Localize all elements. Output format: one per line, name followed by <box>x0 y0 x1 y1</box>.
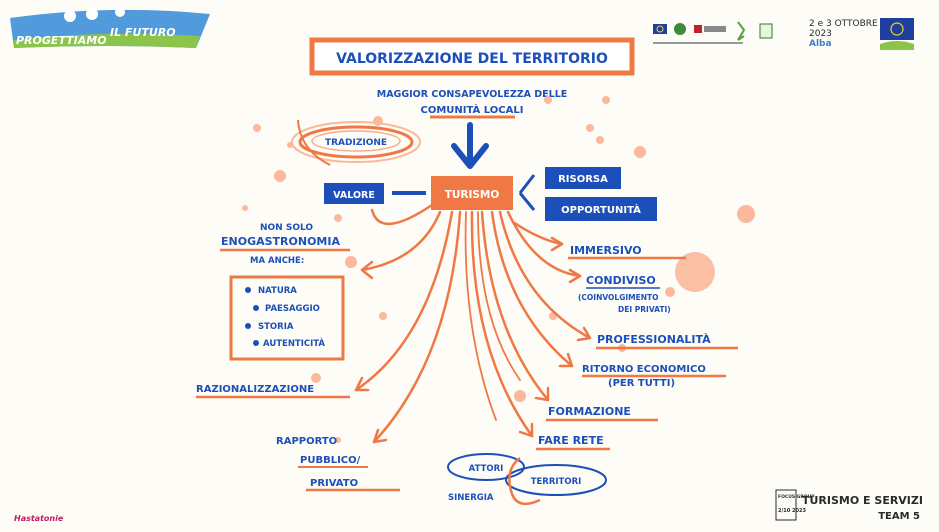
subtitle-line-2: COMUNITÀ LOCALI <box>421 103 524 116</box>
bullet-list-box: NATURA PAESAGGIO STORIA AUTENTICITÀ <box>229 275 345 361</box>
network-ovals: ATTORI TERRITORI SINERGIA <box>447 453 607 506</box>
sinergia-label: SINERGIA <box>448 493 494 503</box>
enogastronomia-block: NON SOLO ENOGASTRONOMIA MA ANCHE: <box>220 223 350 266</box>
tradizione-swirl: TRADIZIONE <box>291 119 421 166</box>
artist-signature: Hastatonie <box>14 514 64 523</box>
rapporto-line-2: PUBBLICO/ <box>300 455 361 466</box>
valore-box: VALORE <box>324 183 384 204</box>
decorative-dots <box>242 96 755 443</box>
gal-logo-icon <box>759 23 773 39</box>
ritorno-line-1: RITORNO ECONOMICO <box>582 364 706 375</box>
fare-rete-label: FARE RETE <box>538 434 604 447</box>
tradizione-label: TRADIZIONE <box>325 138 387 148</box>
risorsa-label: RISORSA <box>558 174 608 185</box>
immersivo-label: IMMERSIVO <box>570 244 642 257</box>
logo-text-1: PROGETTIAMO <box>16 34 107 47</box>
focus-group-label: FOCUS GROUP <box>778 494 815 500</box>
sponsor-logos <box>653 21 773 44</box>
formazione-label: FORMAZIONE <box>548 405 631 418</box>
rapporto-line-3: PRIVATO <box>310 478 358 489</box>
condiviso-note-1: (COINVOLGIMENTO <box>578 293 659 302</box>
enogastro-line-3: MA ANCHE: <box>250 256 304 266</box>
bullet-natura: NATURA <box>258 286 297 296</box>
event-date: 2 e 3 OTTOBRE <box>809 19 878 29</box>
eu-fund-logo <box>880 18 914 50</box>
eu-flag-large-icon <box>880 18 914 40</box>
attori-label: ATTORI <box>469 464 504 474</box>
focus-group-date: 2/10 2023 <box>778 508 806 514</box>
topic-label: TURISMO E SERVIZI <box>802 494 923 507</box>
republic-emblem-icon <box>674 23 686 35</box>
turismo-label: TURISMO <box>445 189 500 201</box>
enogastro-line-1: NON SOLO <box>260 223 313 233</box>
condiviso-note-2: DEI PRIVATI) <box>618 305 671 314</box>
rapporto-line-1: RAPPORTO <box>276 436 337 447</box>
ritorno-line-2: (PER TUTTI) <box>608 378 675 389</box>
logo-text-2: IL FUTURO <box>110 26 176 39</box>
bullet-autenticita: AUTENTICITÀ <box>263 337 325 349</box>
risorsa-opportunita-group: RISORSA OPPORTUNITÀ <box>518 167 657 221</box>
event-date-block: 2 e 3 OTTOBRE 2023 Alba <box>809 19 878 49</box>
condiviso-label: CONDIVISO <box>586 274 656 287</box>
bullet-paesaggio: PAESAGGIO <box>265 304 320 314</box>
focus-group-footer: FOCUS GROUP 2/10 2023 TURISMO E SERVIZI … <box>775 489 923 522</box>
leader-logo-icon <box>737 21 746 41</box>
territori-label: TERRITORI <box>531 477 582 487</box>
title-box: VALORIZZAZIONE DEL TERRITORIO <box>309 37 635 76</box>
event-city: Alba <box>809 39 832 49</box>
ministry-icon <box>694 25 702 33</box>
valore-label: VALORE <box>333 190 375 201</box>
turismo-center-box: TURISMO <box>431 176 513 210</box>
subtitle-line-1: MAGGIOR CONSAPEVOLEZZA DELLE <box>377 89 568 100</box>
branch-lines <box>354 203 592 444</box>
title-text: VALORIZZAZIONE DEL TERRITORIO <box>336 51 608 67</box>
eu-flag-icon <box>653 24 667 34</box>
bullet-storia: STORIA <box>258 322 294 332</box>
professionalita-label: PROFESSIONALITÀ <box>597 333 711 346</box>
down-arrow-icon <box>451 122 489 169</box>
team-label: TEAM 5 <box>878 511 920 522</box>
razionalizzazione-label: RAZIONALIZZAZIONE <box>196 384 314 395</box>
enogastro-line-2: ENOGASTRONOMIA <box>221 235 340 248</box>
opportunita-label: OPPORTUNITÀ <box>561 203 641 216</box>
progettiamo-logo: PROGETTIAMO IL FUTURO <box>10 7 210 48</box>
event-year: 2023 <box>809 29 832 39</box>
